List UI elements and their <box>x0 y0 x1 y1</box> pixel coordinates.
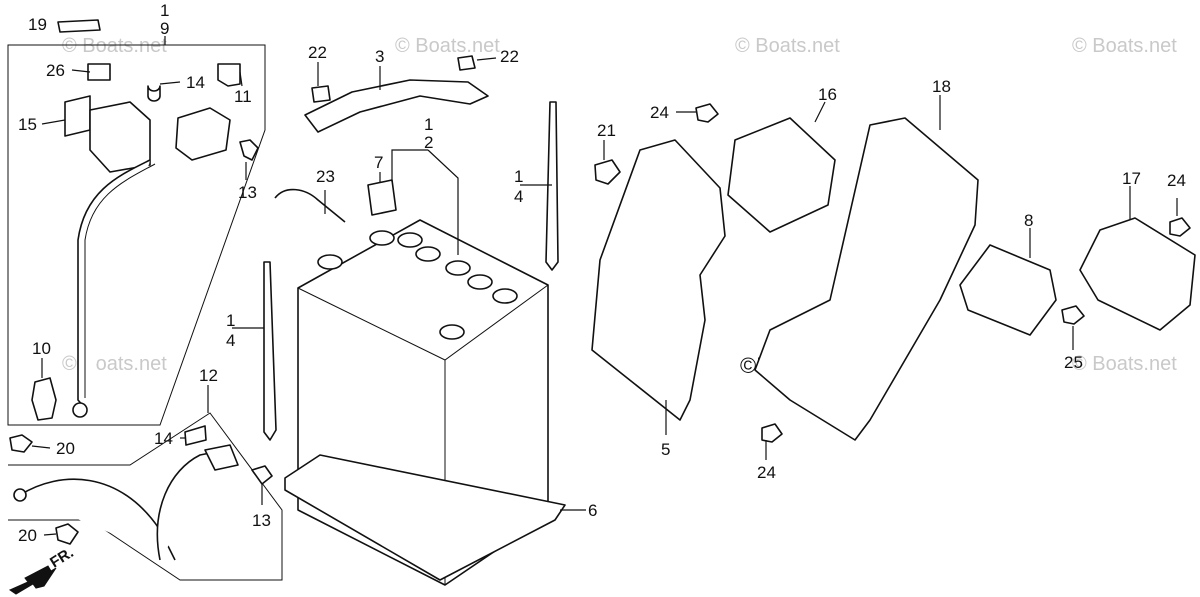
part-17-unit <box>1079 217 1196 331</box>
part-15-relay-body <box>89 101 151 173</box>
callout-24: 24 <box>1167 171 1186 190</box>
part-25-bolt <box>1061 305 1085 325</box>
cable-terminal <box>13 488 27 502</box>
part-18-bracket <box>754 117 979 441</box>
part-19-label <box>57 19 101 33</box>
callout-1: 1 <box>226 311 235 330</box>
callout-16: 16 <box>818 85 837 104</box>
callout-8: 8 <box>1024 211 1033 230</box>
callout-20: 20 <box>56 439 75 458</box>
part-22-nut <box>311 85 331 103</box>
callout-1: 1 <box>160 1 169 20</box>
part-13-bolt <box>251 465 273 485</box>
callout-24: 24 <box>757 463 776 482</box>
callout-17: 17 <box>1122 169 1141 188</box>
part-12-cable <box>19 478 176 561</box>
watermark: © Boats.net <box>395 35 500 57</box>
watermark: © Boats.net <box>735 35 840 57</box>
callout-10: 10 <box>32 339 51 358</box>
callout-4: 4 <box>226 331 235 350</box>
starter-cable-edge <box>84 163 156 398</box>
part-22-nut <box>457 55 476 71</box>
callout-14: 14 <box>154 429 173 448</box>
part-14-grommet <box>184 425 207 446</box>
part-24-bolt <box>761 423 783 443</box>
callout-13: 13 <box>252 511 271 530</box>
part-16-unit <box>727 117 836 233</box>
part-10-boot <box>31 377 57 421</box>
watermark: © Boats.net <box>1072 35 1177 57</box>
callout-11: 11 <box>234 87 252 106</box>
callout-13: 13 <box>238 183 257 202</box>
part-26-fuse <box>87 63 111 81</box>
battery-cap <box>492 288 518 304</box>
part-7-cap <box>367 179 397 216</box>
part-14-grommet <box>147 85 161 102</box>
callout-22: 22 <box>308 43 327 62</box>
starter-cable <box>77 159 151 409</box>
callout-6: 6 <box>588 501 597 520</box>
watermark: © Boats.net <box>1072 353 1177 375</box>
callout-14: 14 <box>186 73 205 92</box>
callout-12: 12 <box>199 366 218 385</box>
part-21-bolt <box>594 159 621 185</box>
part-11-clip <box>217 63 241 87</box>
part-4-rod <box>263 261 277 441</box>
callout-2: 2 <box>424 133 433 152</box>
part-15-relay-boot <box>175 107 231 161</box>
part-24-bolt <box>1169 217 1191 237</box>
callout-1: 1 <box>424 115 433 134</box>
battery-cap <box>397 232 423 248</box>
callout-7: 7 <box>374 153 383 172</box>
part-24-bolt <box>695 103 719 123</box>
callouts: 19 1 9 26 14 11 15 13 10 20 12 14 13 20 … <box>18 1 1186 545</box>
battery-cap <box>445 260 471 276</box>
battery-terminal <box>317 254 343 270</box>
callout-9: 9 <box>160 19 169 38</box>
callout-23: 23 <box>316 167 335 186</box>
part-20-bolt <box>9 434 33 453</box>
battery-cap <box>369 230 395 246</box>
part-3-band <box>304 79 489 133</box>
watermark: © Boats.net <box>62 35 167 57</box>
callout-5: 5 <box>661 440 670 459</box>
callout-4: 4 <box>514 187 523 206</box>
callout-20: 20 <box>18 526 37 545</box>
callout-15: 15 <box>18 115 37 134</box>
callout-3: 3 <box>375 47 384 66</box>
callout-25: 25 <box>1064 353 1083 372</box>
battery-terminal <box>439 324 465 340</box>
part-20-bolt <box>55 523 79 545</box>
battery-cap <box>415 246 441 262</box>
callout-22: 22 <box>500 47 519 66</box>
part-8-regulator <box>959 244 1057 336</box>
part-6-tray <box>284 454 566 581</box>
part-5-cover <box>591 139 726 421</box>
cable-terminal <box>72 402 88 418</box>
battery-cap <box>467 274 493 290</box>
part-13-bolt <box>239 139 259 161</box>
callout-19: 19 <box>28 15 47 34</box>
part-4-rod <box>545 101 559 271</box>
callout-18: 18 <box>932 77 951 96</box>
front-direction-label: FR. <box>47 544 77 571</box>
part-12-cable-b <box>156 449 226 561</box>
callout-21: 21 <box>597 121 616 140</box>
front-direction-arrow-icon: FR. <box>8 544 77 595</box>
part-15-relay <box>64 95 91 137</box>
callout-24: 24 <box>650 103 669 122</box>
callout-1: 1 <box>514 167 523 186</box>
leader-lines <box>31 36 1178 536</box>
part-23-vent-tube <box>274 188 346 223</box>
group-box-9 <box>7 44 266 426</box>
callout-26: 26 <box>46 61 65 80</box>
cable-end <box>204 444 239 471</box>
